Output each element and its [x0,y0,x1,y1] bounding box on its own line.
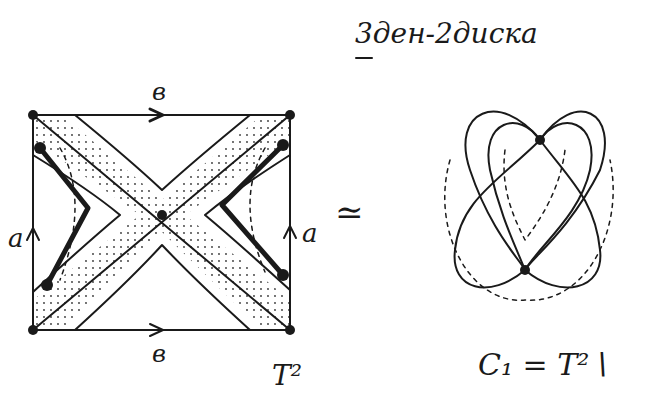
homotopy-sign: ≃ [335,195,364,229]
formula: C₁ = T²∖ [478,350,608,380]
space-name: T² [272,362,302,390]
edge-label: a [302,220,318,246]
edge-label: в [152,342,166,366]
edge-label: a [8,225,24,251]
heading-note: 3ден-2диска [355,20,538,48]
edge-label: в [152,80,166,104]
